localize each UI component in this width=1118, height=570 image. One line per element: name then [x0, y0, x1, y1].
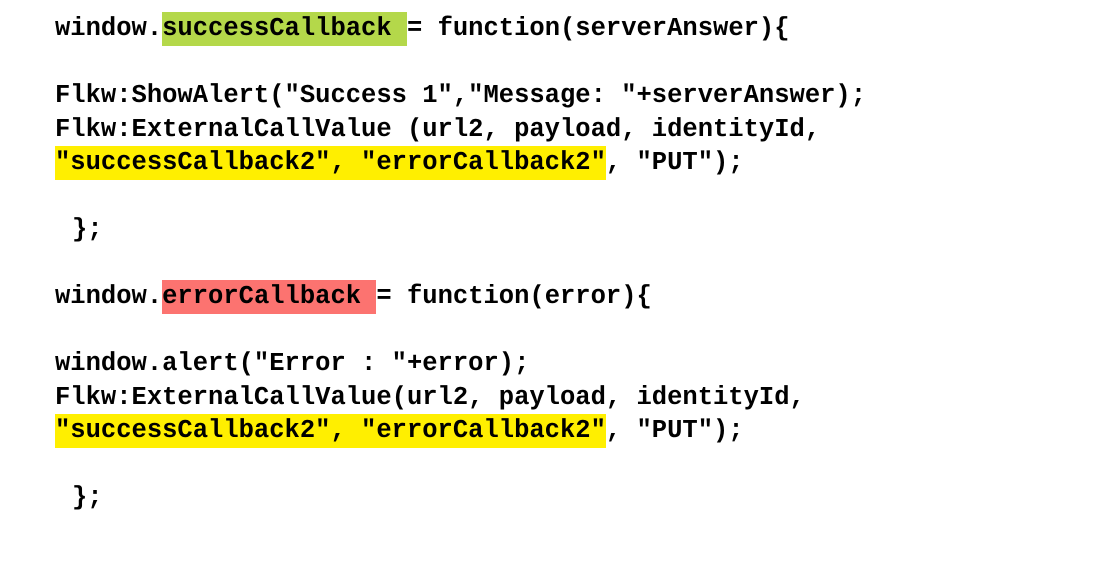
code-token-function-signature: = function(serverAnswer){ — [406, 14, 790, 43]
code-line-error-callback-declaration: window.errorCallback = function(error){ — [0, 280, 1118, 314]
code-line-closing-brace: }; — [72, 215, 103, 244]
code-token-put-method: , "PUT"); — [605, 148, 744, 177]
highlight-callback-arguments: "successCallback2", "errorCallback2" — [55, 414, 606, 448]
highlight-success-callback: successCallback — [162, 12, 407, 46]
blank-line — [0, 46, 1118, 80]
highlight-error-callback: errorCallback — [162, 280, 377, 314]
blank-line — [0, 247, 1118, 281]
blank-line — [0, 448, 1118, 482]
code-line-callback-arguments: "successCallback2", "errorCallback2", "P… — [0, 146, 1118, 180]
code-token-function-signature: = function(error){ — [376, 282, 652, 311]
code-line-callback-arguments: "successCallback2", "errorCallback2", "P… — [0, 414, 1118, 448]
code-token-window-prefix: window. — [55, 14, 163, 43]
code-line-window-alert: window.alert("Error : "+error); — [55, 349, 530, 378]
highlight-callback-arguments: "successCallback2", "errorCallback2" — [55, 146, 606, 180]
code-line-external-call-value: Flkw:ExternalCallValue(url2, payload, id… — [55, 382, 805, 412]
code-token-window-prefix: window. — [55, 282, 163, 311]
code-line-show-alert: Flkw:ShowAlert("Success 1","Message: "+s… — [55, 81, 867, 110]
blank-line — [0, 314, 1118, 348]
code-token-put-method: , "PUT"); — [605, 416, 744, 445]
code-line-closing-brace: }; — [72, 483, 103, 512]
blank-line — [0, 180, 1118, 214]
error-callback-block: window.errorCallback = function(error){ … — [0, 280, 1118, 515]
code-line-external-call-value: Flkw:ExternalCallValue (url2, payload, i… — [55, 114, 821, 144]
success-callback-block: window.successCallback = function(server… — [0, 12, 1118, 247]
code-line-success-callback-declaration: window.successCallback = function(server… — [0, 12, 1118, 46]
